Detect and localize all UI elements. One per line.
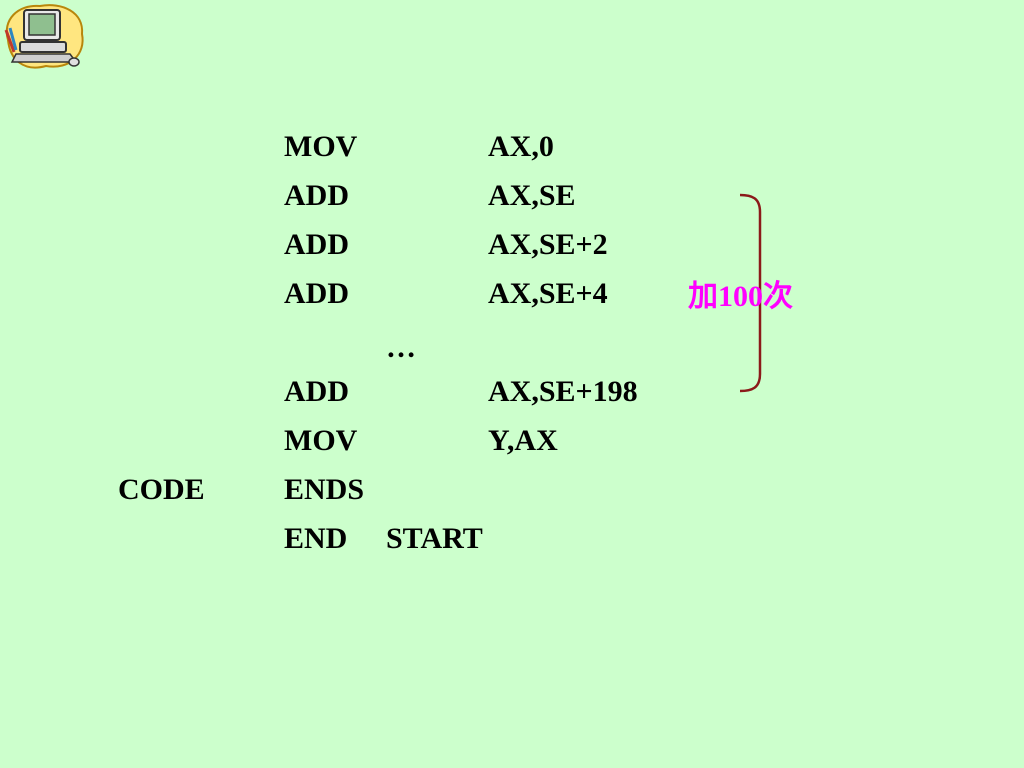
code-operand: AX,SE+2 [488,228,608,261]
code-operand: AX,SE+4 [488,277,608,310]
code-opcode: MOV [284,130,358,163]
code-line-7: MOV Y,AX [0,421,700,461]
computer-logo [0,0,90,72]
code-opcode: ADD [284,228,349,261]
code-opcode: ADD [284,277,349,310]
code-line-3: ADD AX,SE+2 [0,225,700,265]
code-operand: Y,AX [488,424,558,457]
code-operand: START [386,522,483,555]
code-label: CODE [118,473,205,506]
code-operand: AX,0 [488,130,554,163]
code-line-1: MOV AX,0 [0,127,700,167]
right-bracket [739,193,762,393]
code-operand: AX,SE+198 [488,375,638,408]
code-opcode: ADD [284,375,349,408]
ellipsis: … [386,331,416,364]
code-line-6: ADD AX,SE+198 [0,372,700,412]
code-operand: AX,SE [488,179,576,212]
code-opcode: ADD [284,179,349,212]
code-line-4: ADD AX,SE+4 [0,274,700,314]
code-opcode: MOV [284,424,358,457]
code-line-8: CODE ENDS [0,470,700,510]
repeat-annotation: 加100次 [688,280,793,313]
computer-icon [4,4,84,69]
code-line-ellipsis: … [0,328,700,368]
code-opcode: ENDS [284,473,365,506]
code-line-9: END START [0,519,700,559]
code-opcode: END [284,522,348,555]
code-line-2: ADD AX,SE [0,176,700,216]
